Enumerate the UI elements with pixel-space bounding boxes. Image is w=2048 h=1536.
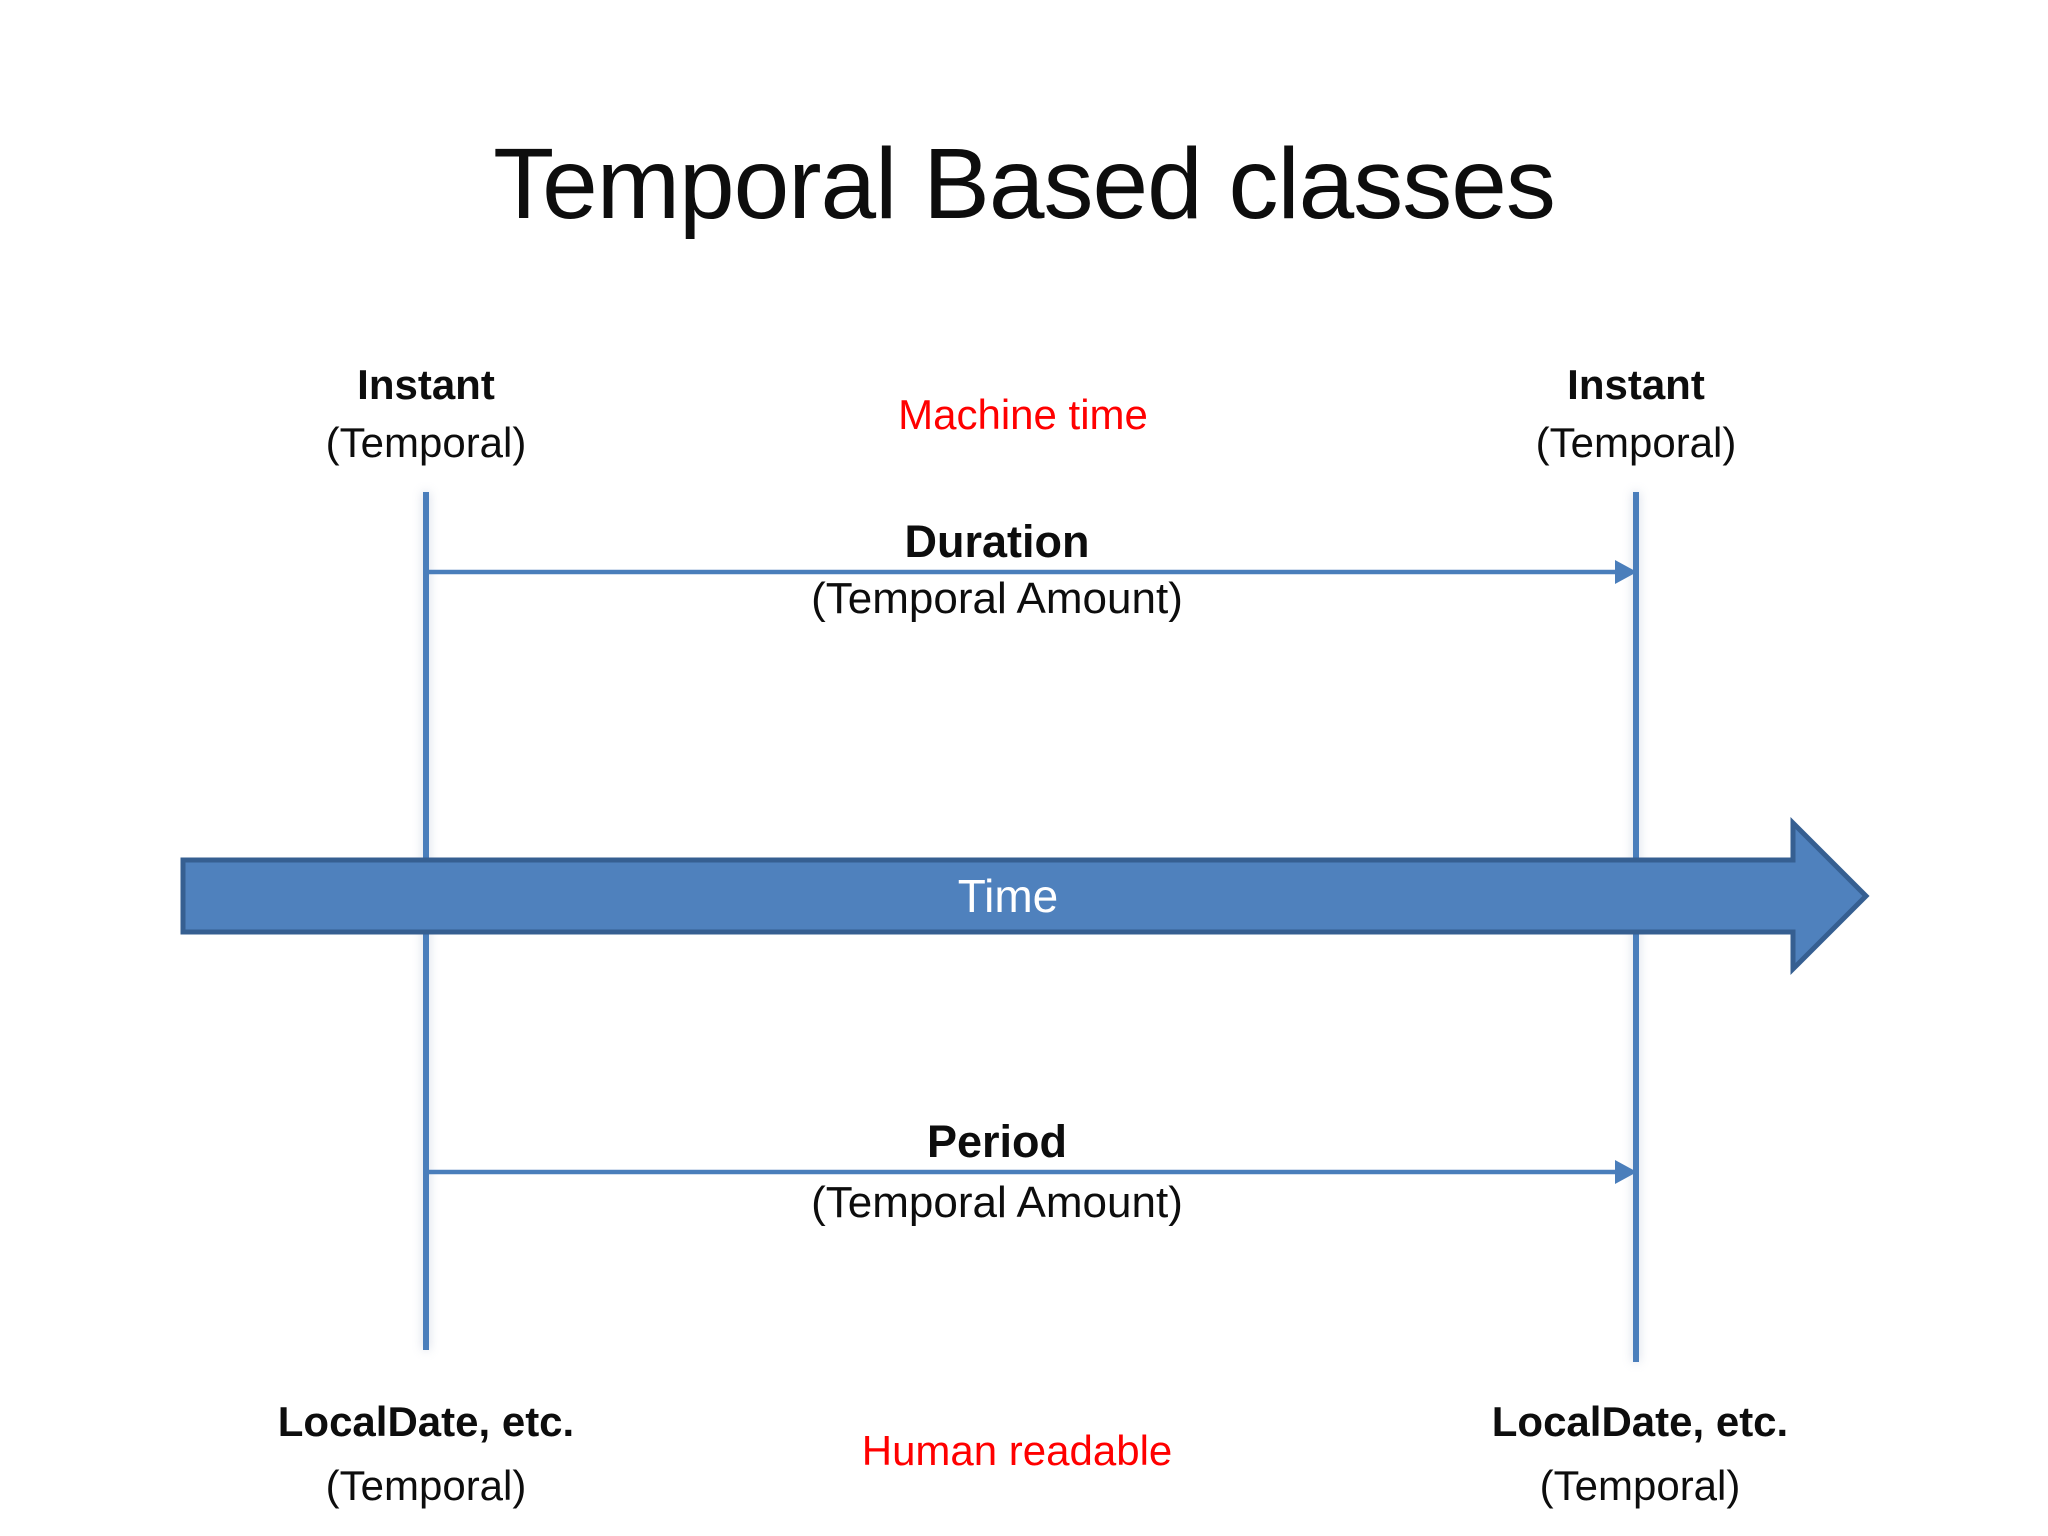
top-left-class-label: Instant (Temporal) <box>176 356 676 472</box>
human-readable-caption: Human readable <box>861 1427 1173 1474</box>
top-right-class-category: (Temporal) <box>1535 419 1737 466</box>
page-title: Temporal Based classes <box>493 128 1556 240</box>
duration-arrow-head-icon <box>1615 560 1637 584</box>
top-right-class-label: Instant (Temporal) <box>1386 356 1886 472</box>
bottom-right-class-category: (Temporal) <box>1539 1462 1741 1509</box>
top-left-class-category: (Temporal) <box>325 419 527 466</box>
period-class-name: Period <box>926 1116 1068 1167</box>
period-class-category: (Temporal Amount) <box>811 1178 1183 1227</box>
bottom-right-class-label: LocalDate, etc. (Temporal) <box>1390 1390 1890 1518</box>
period-arrow-head-icon <box>1615 1160 1637 1184</box>
bottom-left-class-label: LocalDate, etc. (Temporal) <box>176 1390 676 1518</box>
bottom-left-class-category: (Temporal) <box>325 1462 527 1509</box>
top-right-class-name: Instant <box>1567 361 1705 408</box>
duration-class-category: (Temporal Amount) <box>811 574 1183 623</box>
top-left-class-name: Instant <box>357 361 495 408</box>
duration-class-name: Duration <box>904 516 1090 567</box>
machine-time-caption: Machine time <box>898 391 1148 438</box>
time-axis-label: Time <box>957 870 1059 922</box>
time-axis-arrow <box>180 816 1870 976</box>
bottom-right-class-name: LocalDate, etc. <box>1491 1398 1789 1445</box>
bottom-left-class-name: LocalDate, etc. <box>277 1398 575 1445</box>
